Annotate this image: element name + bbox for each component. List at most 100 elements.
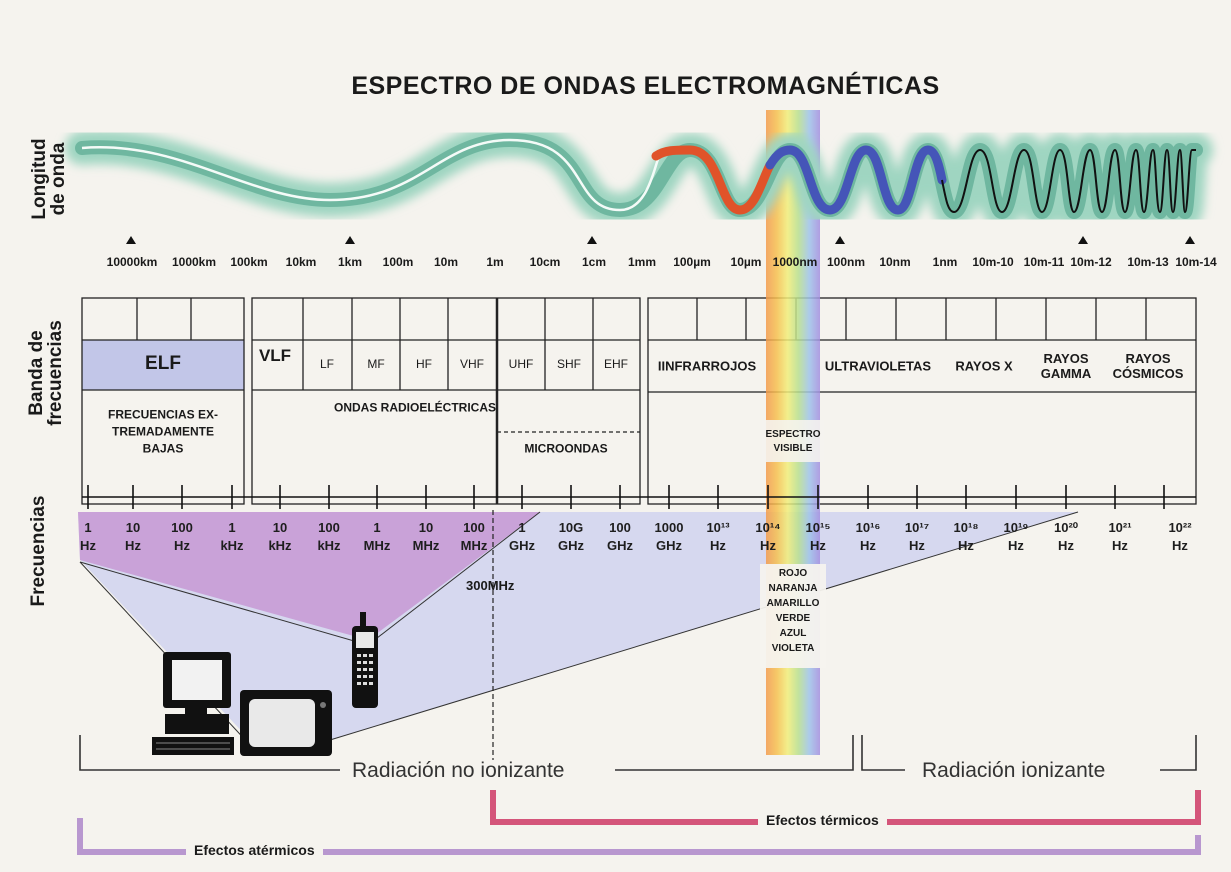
band-line: ESPECTRO: [765, 429, 821, 440]
freq-unit: Hz: [80, 538, 96, 553]
freq-unit: GHz: [607, 538, 633, 553]
freq-value: 1: [228, 520, 236, 535]
wavelength-label: 1km: [337, 255, 363, 269]
band-lf: LF: [319, 357, 335, 371]
wavelength-label: 10000km: [106, 255, 158, 269]
freq-value: 1: [84, 520, 92, 535]
band-microwaves: MICROONDAS: [524, 441, 608, 456]
freq-value: 100: [609, 520, 631, 535]
color-name: NARANJA: [768, 583, 818, 594]
wavelength-label: 10nm: [879, 255, 911, 269]
freq-unit: Hz: [860, 538, 876, 553]
wavelength-label: 10m-10: [972, 255, 1014, 269]
freq-value: 10¹⁴: [755, 520, 781, 535]
side-label-line: Longitud: [29, 138, 50, 220]
ionizing-label: Radiación ionizante: [922, 759, 1106, 782]
freq-value: 100: [318, 520, 340, 535]
thermal-effects-label: Efectos térmicos: [758, 812, 887, 828]
color-name: AMARILLO: [766, 598, 820, 609]
frequency-label: 10G GHz: [558, 519, 584, 555]
freq-unit: GHz: [509, 538, 535, 553]
wavelength-label: 10m-12: [1070, 255, 1112, 269]
wave-black-segment: [941, 148, 1196, 214]
freq-value: 10²⁰: [1053, 520, 1079, 535]
band-line: RAYOS: [1043, 351, 1089, 366]
mobile-phone-icon: [352, 612, 378, 708]
athermal-bracket: [77, 818, 1201, 855]
300mhz-label: 300MHz: [466, 578, 515, 593]
freq-unit: Hz: [710, 538, 726, 553]
band-elf: ELF: [145, 353, 181, 374]
wavelength-label: 1000km: [171, 255, 217, 269]
band-shf: SHF: [557, 357, 581, 371]
band-line: GAMMA: [1040, 366, 1092, 381]
band-cosmic: RAYOS CÓSMICOS: [1113, 351, 1184, 381]
freq-unit: kHz: [317, 538, 341, 553]
band-hf: HF: [416, 357, 432, 371]
freq-unit: Hz: [1172, 538, 1188, 553]
wavelength-label: 10km: [285, 255, 317, 269]
freq-value: 1: [373, 520, 381, 535]
wavelength-label: 10µm: [730, 255, 762, 269]
band-line: TREMADAMENTE: [111, 424, 214, 439]
band-radio: ONDAS RADIOELÉCTRICAS: [333, 400, 497, 415]
freq-unit: kHz: [268, 538, 292, 553]
band-visible: ESPECTRO VISIBLE: [765, 428, 820, 456]
frequency-label: 10¹⁶ Hz: [856, 519, 881, 555]
color-name: VIOLETA: [771, 643, 815, 654]
freq-unit: Hz: [760, 538, 776, 553]
freq-unit: MHz: [363, 538, 391, 553]
wavelength-label: 10cm: [529, 255, 561, 269]
wavelength-label: 1mm: [627, 255, 657, 269]
band-line: VISIBLE: [773, 443, 813, 454]
wavelength-markers: [126, 236, 1195, 244]
freq-value: 10²²: [1168, 520, 1192, 535]
freq-unit: GHz: [558, 538, 584, 553]
side-label-line: frecuencias: [45, 320, 66, 426]
band-uhf: UHF: [508, 357, 534, 371]
frequency-ticks: [82, 485, 1196, 509]
freq-value: 10G: [558, 520, 584, 535]
wavelength-label: 1000nm: [772, 255, 818, 269]
freq-value: 10¹³: [706, 520, 730, 535]
freq-value: 1: [518, 520, 526, 535]
freq-value: 100: [463, 520, 485, 535]
band-ultraviolet: ULTRAVIOLETAS: [824, 358, 932, 374]
wave-red-segment: [651, 145, 775, 215]
freq-unit: Hz: [958, 538, 974, 553]
freq-unit: Hz: [1112, 538, 1128, 553]
freq-unit: Hz: [1058, 538, 1074, 553]
color-name: AZUL: [779, 628, 807, 639]
band-ehf: EHF: [604, 357, 628, 371]
wavelength-side-label: Longitud de onda: [29, 134, 72, 224]
freq-value: 10¹⁶: [855, 520, 881, 535]
non-ionizing-label: Radiación no ionizante: [352, 759, 565, 782]
freq-unit: Hz: [125, 538, 141, 553]
freq-unit: Hz: [810, 538, 826, 553]
band-gamma: RAYOS GAMMA: [1041, 351, 1092, 381]
visible-colors-list: ROJO NARANJA AMARILLO VERDE AZUL VIOLETA: [762, 566, 824, 656]
freq-unit: Hz: [1008, 538, 1024, 553]
radiation-brackets: [79, 735, 1197, 771]
freq-value: 100: [171, 520, 193, 535]
band-vlf: VLF: [258, 346, 292, 365]
wavelength-label: 100m: [382, 255, 414, 269]
freq-value: 10¹⁷: [904, 520, 930, 535]
band-vhf: VHF: [460, 357, 484, 371]
side-label-line: Banda de: [26, 330, 47, 416]
